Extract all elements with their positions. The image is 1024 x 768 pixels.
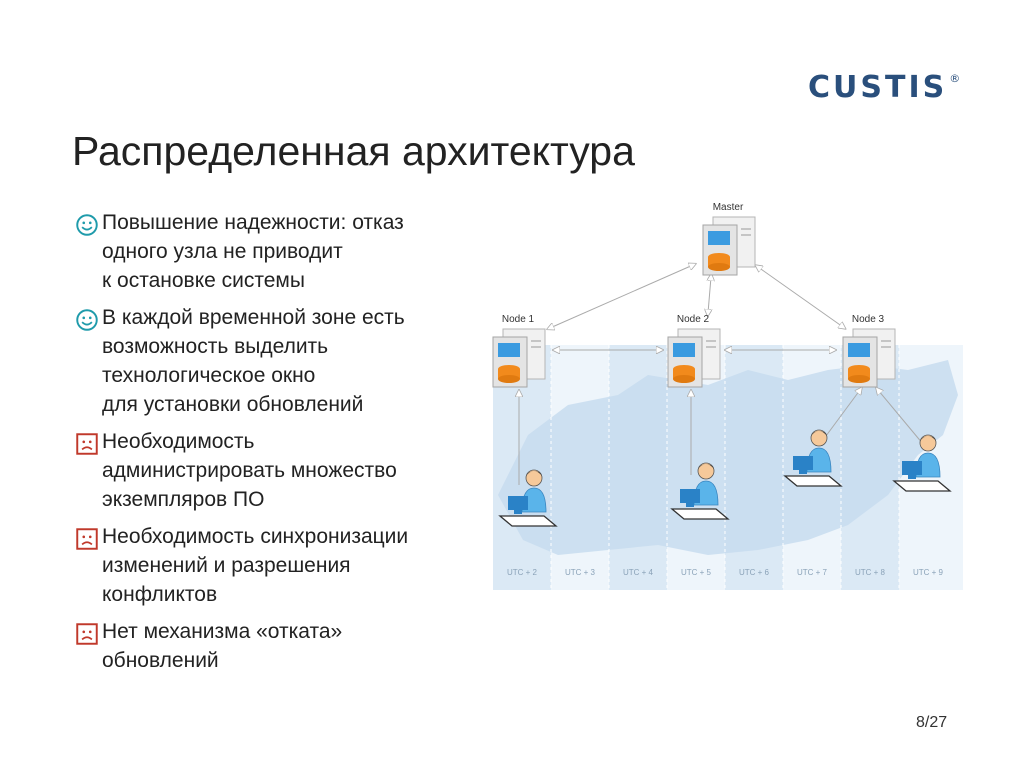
architecture-diagram: UTC + 2 UTC + 3 UTC + 4 UTC + 5 UTC + 6 … (492, 202, 963, 590)
timezone-labels: UTC + 2 UTC + 3 UTC + 4 UTC + 5 UTC + 6 … (507, 568, 944, 577)
node-1-server: Node 1 (492, 314, 546, 388)
smiley-sad-icon (76, 433, 98, 455)
russia-map (498, 360, 958, 555)
timezone-label: UTC + 4 (623, 568, 654, 577)
master-label: Master (713, 202, 744, 213)
server-icon (667, 328, 721, 388)
custis-logo: CUSTIS® (808, 70, 961, 105)
smiley-sad-icon (76, 623, 98, 645)
arrow-user4-node3 (878, 390, 929, 451)
arrow-user3-node3 (822, 390, 860, 441)
node-3-server: Node 3 (842, 314, 896, 388)
server-icon (842, 328, 896, 388)
slide-title: Распределенная архитектура (72, 128, 635, 174)
smiley-happy-icon (76, 309, 98, 331)
smiley-happy-icon (76, 214, 98, 236)
server-icon (702, 216, 756, 276)
node-label: Node 3 (852, 314, 885, 325)
arrow-master-node2 (708, 277, 711, 313)
connection-arrows (519, 265, 929, 485)
timezone-label: UTC + 2 (507, 568, 538, 577)
bullet-item: Нет механизма «отката»обновлений (72, 617, 492, 675)
timezone-label: UTC + 8 (855, 568, 886, 577)
smiley-sad-icon (76, 528, 98, 550)
page-number: 8/27 (916, 714, 948, 731)
node-label: Node 1 (502, 314, 535, 325)
server-icon (492, 328, 546, 388)
node-label: Node 2 (677, 314, 710, 325)
node-2-server: Node 2 (667, 314, 721, 388)
timezone-label: UTC + 9 (913, 568, 944, 577)
timezone-label: UTC + 5 (681, 568, 712, 577)
master-server: Master (702, 202, 756, 276)
bullet-text: Нет механизма «отката»обновлений (102, 620, 343, 672)
timezone-label: UTC + 3 (565, 568, 596, 577)
timezone-dividers (550, 345, 900, 590)
timezone-label: UTC + 7 (797, 568, 828, 577)
timezone-label: UTC + 6 (739, 568, 770, 577)
